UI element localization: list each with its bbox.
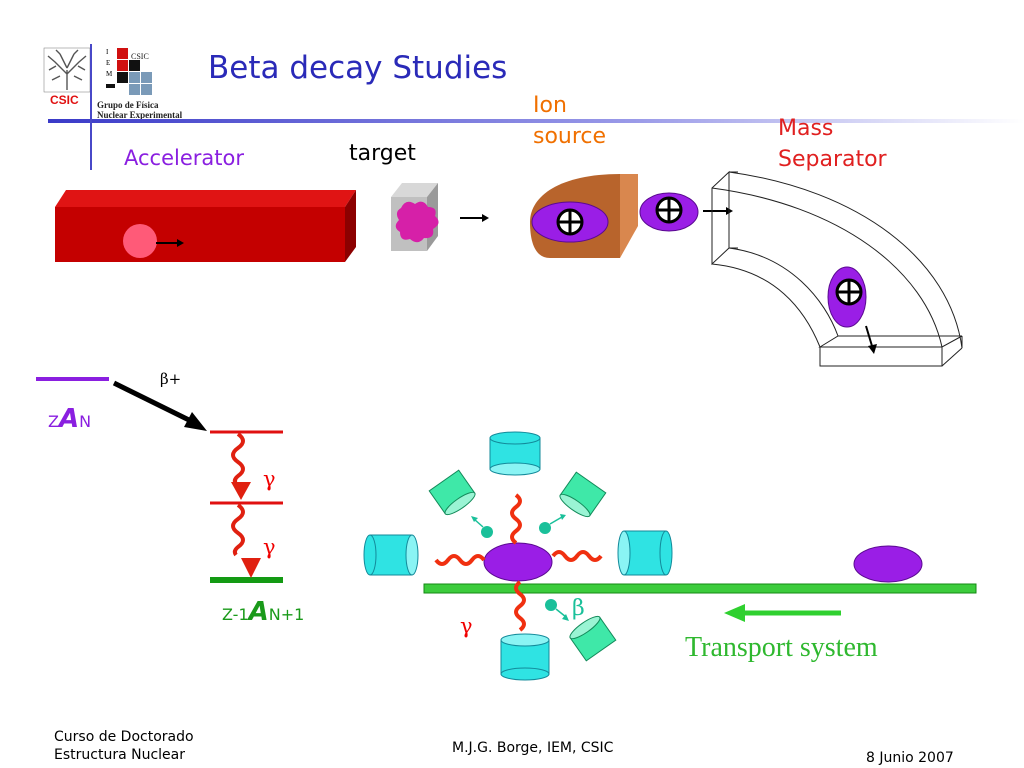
parent-nucleus-label: ZAN <box>48 404 91 434</box>
accelerator-label: Accelerator <box>124 146 244 170</box>
beta-plus-label: β+ <box>160 370 182 388</box>
footer-author: M.J.G. Borge, IEM, CSIC <box>452 740 614 756</box>
csic-logo-icon <box>43 47 91 93</box>
beta-particle-right-icon <box>539 522 551 534</box>
iem-logo-icon: I E M <box>106 48 152 95</box>
beta-particle-left-icon <box>481 526 493 538</box>
gamma-arrow-2-icon <box>241 558 261 578</box>
detector-upper-left-icon <box>428 469 476 516</box>
mass-separator-line2: Separator <box>778 147 887 172</box>
detector-upper-right-icon <box>559 471 607 518</box>
separator-ion-icon <box>827 266 867 328</box>
footer-course: Curso de Doctorado Estructura Nuclear <box>54 728 194 764</box>
header-horizontal-rule <box>48 119 1024 123</box>
gamma-wave-down-icon <box>514 580 526 632</box>
svg-text:E: E <box>106 59 110 67</box>
ion-source-label: Ion source <box>533 90 606 152</box>
logo-group-line1: Grupo de Física <box>97 100 159 110</box>
gamma-arrow-1-icon <box>231 482 251 500</box>
tape-ion-icon <box>853 545 923 583</box>
beta-label: β <box>572 596 585 621</box>
mass-separator-icon <box>711 170 963 367</box>
daughter-z: Z-1 <box>222 605 249 624</box>
daughter-n: N+1 <box>268 605 305 624</box>
footer-course-line1: Curso de Doctorado <box>54 729 194 745</box>
detector-lower-right-icon <box>569 615 617 662</box>
gamma-2-label: γ <box>263 535 276 559</box>
footer-course-line2: Estructura Nuclear <box>54 747 185 763</box>
parent-n: N <box>79 412 92 431</box>
detector-right-icon <box>617 530 673 576</box>
beta-particle-bottom-icon <box>545 599 557 611</box>
detector-top-icon <box>489 431 541 476</box>
ion-source-line1: Ion <box>533 93 567 118</box>
gamma-bottom-label: γ <box>460 614 473 638</box>
ion-source-line2: source <box>533 124 607 149</box>
transport-tape <box>423 583 977 594</box>
mass-separator-label: Mass Separator <box>778 113 887 175</box>
source-ion-icon <box>483 542 553 582</box>
gamma-1-label: γ <box>263 467 276 491</box>
gamma-wave-left-icon <box>434 554 486 566</box>
accelerator-tube <box>55 190 356 262</box>
target-label: target <box>349 141 416 166</box>
svg-text:M: M <box>106 70 113 78</box>
target-block-icon <box>391 183 439 251</box>
parent-a: A <box>58 404 80 434</box>
slide-title: Beta decay Studies <box>208 50 508 86</box>
accelerator-ion-icon <box>123 224 157 258</box>
detector-bottom-icon <box>500 633 550 681</box>
mass-separator-line1: Mass <box>778 116 834 141</box>
parent-z: Z <box>48 412 59 431</box>
gamma-wave-up-icon <box>510 493 522 545</box>
daughter-a: A <box>248 597 269 627</box>
logo-group-line2: Nuclear Experimental <box>97 110 183 120</box>
detector-left-icon <box>363 534 419 576</box>
separator-arrow-icon <box>865 325 873 347</box>
footer-date: 8 Junio 2007 <box>866 750 954 766</box>
logo-iem-csic-text: CSIC <box>131 52 149 61</box>
daughter-nucleus-label: Z-1AN+1 <box>222 597 304 627</box>
gamma-wave-2-icon <box>231 503 245 557</box>
logo-group-text: Grupo de Física Nuclear Experimental <box>97 100 182 120</box>
gamma-wave-right-icon <box>551 550 603 562</box>
svg-text:I: I <box>106 48 109 56</box>
gamma-wave-1-icon <box>231 432 245 486</box>
logo-csic-text: CSIC <box>50 93 79 107</box>
ion-source-icon <box>530 174 638 258</box>
ion-icon <box>639 192 699 232</box>
beta-plus-arrow-icon <box>112 380 193 424</box>
transport-system-label: Transport system <box>685 632 878 663</box>
